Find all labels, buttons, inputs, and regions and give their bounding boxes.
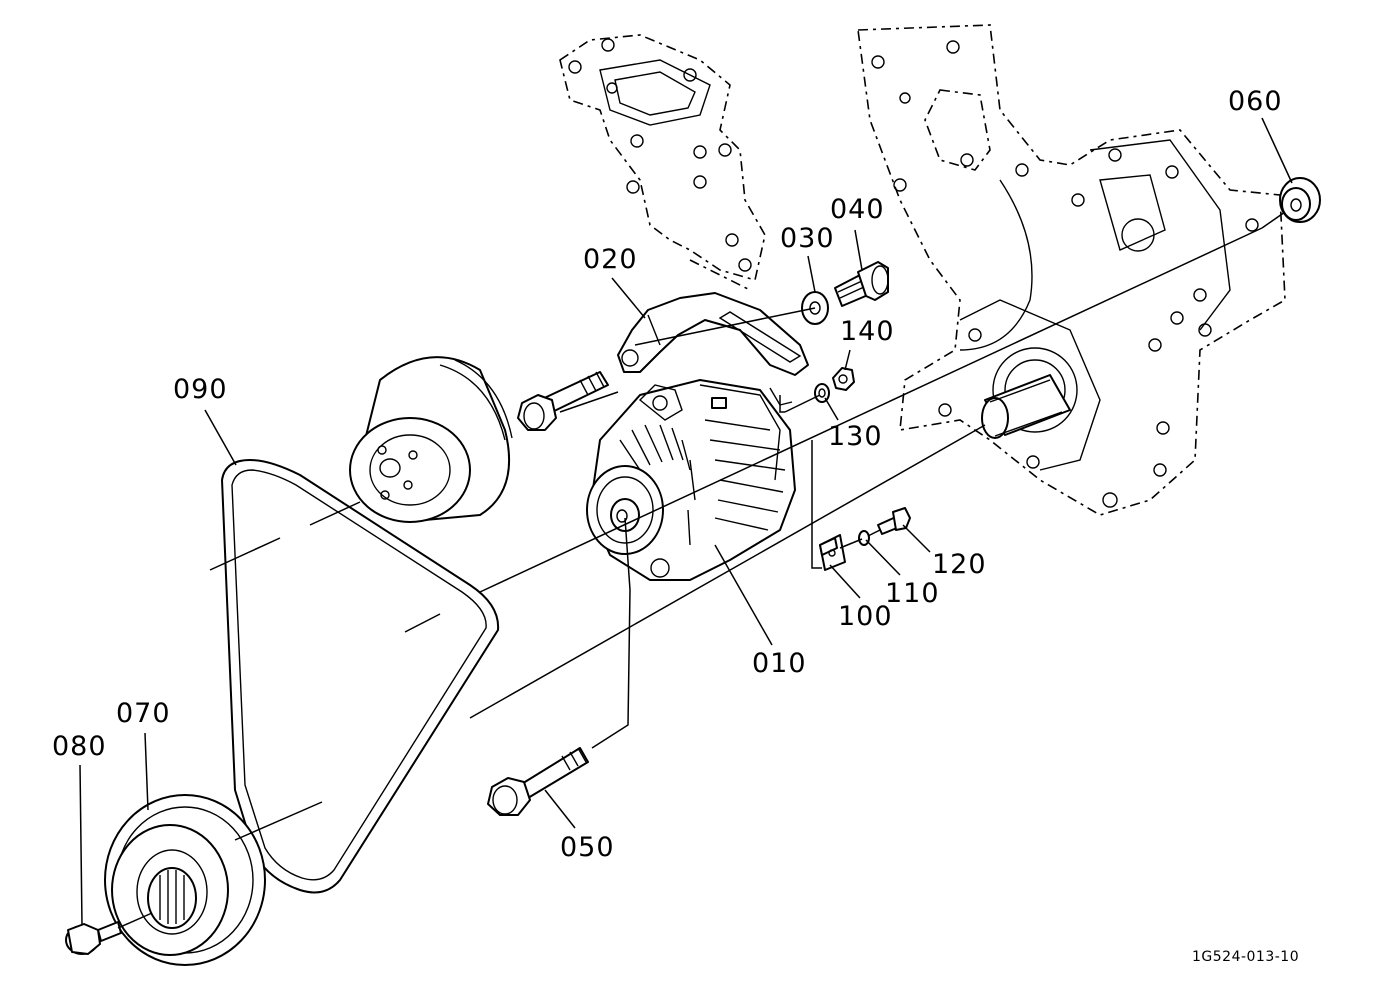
nut-140-icon	[832, 367, 855, 391]
clip-100-icon	[819, 534, 846, 571]
gear-case-icon	[857, 24, 1286, 516]
label-060: 060	[1228, 86, 1283, 117]
water-flange-icon	[559, 34, 766, 291]
label-050: 050	[560, 832, 615, 863]
projection-lines	[117, 211, 1286, 929]
bolt-050-icon	[487, 747, 589, 816]
figure-reference: 1G524-013-10	[1192, 949, 1299, 965]
label-080: 080	[52, 731, 107, 762]
part-labels: 010 020 030 040 050 060 070 080 090 100 …	[52, 86, 1283, 863]
bolt-080-icon	[65, 921, 122, 955]
label-120: 120	[932, 549, 987, 580]
washer-060-icon	[1279, 177, 1321, 223]
fan-pulley-icon	[349, 356, 513, 523]
label-040: 040	[830, 194, 885, 225]
v-belt-icon	[221, 459, 500, 894]
label-110: 110	[885, 578, 940, 609]
bracket-icon	[617, 292, 809, 376]
bolt-holes	[871, 40, 1259, 508]
label-140: 140	[840, 316, 895, 347]
alternator-icon	[586, 379, 796, 581]
washer-110-icon	[858, 530, 870, 546]
label-100: 100	[838, 601, 893, 632]
leader-lines	[79, 117, 1293, 926]
washer-130-icon	[814, 383, 830, 403]
label-020: 020	[583, 244, 638, 275]
label-010: 010	[752, 648, 807, 679]
label-030: 030	[780, 223, 835, 254]
label-070: 070	[116, 698, 171, 729]
label-090: 090	[173, 374, 228, 405]
label-130: 130	[828, 421, 883, 452]
bolt-040-icon	[834, 261, 889, 307]
bolt-120-icon	[877, 507, 911, 535]
shaft-icon	[981, 374, 1071, 439]
crankshaft-pulley-icon	[104, 794, 266, 966]
pivot-bolt-icon	[517, 371, 609, 431]
